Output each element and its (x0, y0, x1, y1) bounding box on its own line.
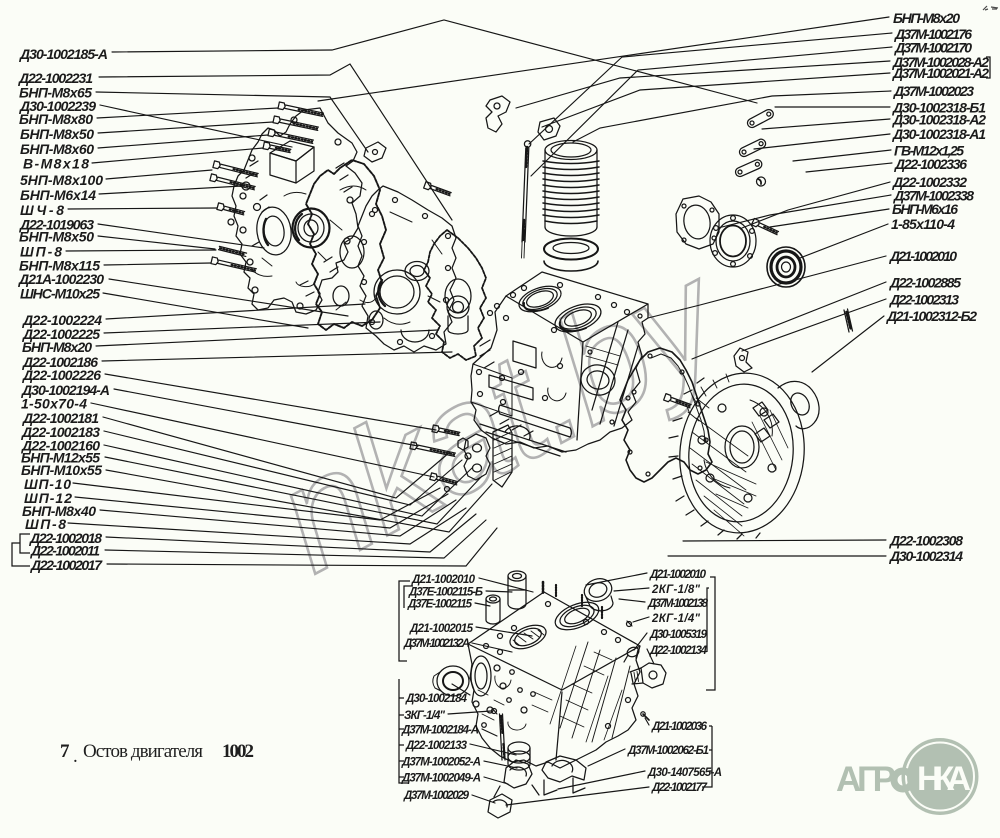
svg-text:Д37М-1002176: Д37М-1002176 (894, 26, 972, 42)
svg-text:ЗКГ-1/4": ЗКГ-1/4" (404, 710, 446, 722)
svg-text:1-50х70-4: 1-50х70-4 (21, 396, 87, 412)
svg-text:Д22-1002183: Д22-1002183 (21, 424, 100, 440)
svg-text:1-85х110-4: 1-85х110-4 (891, 216, 955, 232)
svg-text:Д22-1019063: Д22-1019063 (19, 217, 94, 233)
svg-text:Д37М-1002132А: Д37М-1002132А (403, 638, 470, 650)
svg-text:7: 7 (60, 741, 70, 762)
svg-text:Д37М-1002170: Д37М-1002170 (894, 40, 972, 56)
svg-text:Д37М-1002028-А2: Д37М-1002028-А2 (892, 54, 989, 70)
svg-text:Д21А-1002230: Д21А-1002230 (18, 271, 104, 287)
svg-text:Д30-1407565-А: Д30-1407565-А (647, 767, 722, 779)
svg-text:ШЧ-8: ШЧ-8 (20, 202, 64, 218)
svg-text:Д37М-1002021-А2: Д37М-1002021-А2 (892, 65, 989, 81)
svg-text:Д37М-1002052-А: Д37М-1002052-А (401, 757, 481, 769)
svg-text:Д37М-1002338: Д37М-1002338 (893, 188, 974, 204)
svg-text:Д22-1002186: Д22-1002186 (22, 354, 98, 370)
svg-text:Д37М-1002023: Д37М-1002023 (893, 83, 974, 99)
svg-text:Д37М-1002029: Д37М-1002029 (403, 790, 470, 802)
svg-text:Д37М-1002062-Б1: Д37М-1002062-Б1 (627, 745, 709, 757)
svg-text:Д21-1002015: Д21-1002015 (409, 623, 474, 635)
svg-text:Д22-1002226: Д22-1002226 (22, 367, 101, 383)
svg-text:ШП-10: ШП-10 (24, 476, 71, 492)
svg-text:Д22-1002177: Д22-1002177 (651, 782, 708, 794)
svg-text:БНП-М8х80: БНП-М8х80 (19, 111, 93, 127)
svg-text:Д22-1002231: Д22-1002231 (18, 70, 93, 86)
svg-text:Д37Е-1002115-Б: Д37Е-1002115-Б (408, 587, 483, 599)
svg-text:Д22-1002181: Д22-1002181 (22, 410, 99, 426)
svg-text:Д21-1002312-Б2: Д21-1002312-Б2 (886, 308, 977, 324)
svg-text:БНП-М8х50: БНП-М8х50 (19, 229, 94, 245)
svg-text:Д37М-1002049-А: Д37М-1002049-А (401, 773, 481, 785)
svg-text:Д22-1002017: Д22-1002017 (30, 557, 103, 573)
svg-text:БНП-М6х14: БНП-М6х14 (20, 187, 96, 203)
svg-text:2КГ-1/4": 2КГ-1/4" (651, 613, 701, 625)
svg-text:ШНС-М10х25: ШНС-М10х25 (20, 286, 100, 302)
svg-text:Д22-1002332: Д22-1002332 (892, 174, 967, 190)
svg-text:Д30-1002185-А: Д30-1002185-А (19, 46, 108, 62)
svg-text:Д30-1002318-А2: Д30-1002318-А2 (892, 112, 986, 128)
svg-text:ШП-8: ШП-8 (25, 516, 66, 532)
svg-text:БНП-М8х60: БНП-М8х60 (20, 141, 94, 157)
svg-text:НКА: НКА (917, 760, 970, 798)
svg-text:Д30-1002318-А1: Д30-1002318-А1 (892, 126, 986, 142)
svg-text:Д22-1002885: Д22-1002885 (889, 275, 961, 291)
svg-text:Д30-1002314: Д30-1002314 (889, 548, 963, 564)
svg-text:Д30-1002318-Б1: Д30-1002318-Б1 (892, 100, 986, 116)
svg-text:БНП-М8х20: БНП-М8х20 (893, 10, 960, 26)
svg-text:Д21-1002010: Д21-1002010 (649, 569, 707, 581)
svg-text:5НП-М8х100: 5НП-М8х100 (20, 172, 103, 188)
svg-text:Д37М-1002138: Д37М-1002138 (647, 598, 709, 610)
svg-text:Д30-1005319: Д30-1005319 (649, 629, 708, 641)
svg-text:1002: 1002 (222, 741, 254, 762)
svg-text:Остов двигателя: Остов двигателя (83, 741, 203, 762)
svg-text:Д22-1002225: Д22-1002225 (22, 326, 100, 342)
svg-text:Д21-1002010: Д21-1002010 (889, 248, 957, 264)
svg-text:БНП-М8х65: БНП-М8х65 (19, 85, 92, 101)
svg-text:БНП-М10х55: БНП-М10х55 (21, 462, 102, 478)
svg-text:БНП-М6х16: БНП-М6х16 (892, 201, 958, 217)
svg-text:ШП-12: ШП-12 (24, 490, 72, 506)
svg-text:БНП-М8х20: БНП-М8х20 (22, 339, 92, 355)
svg-text:БНП-М8х50: БНП-М8х50 (20, 126, 94, 142)
svg-text:БНП-М12х55: БНП-М12х55 (21, 450, 100, 466)
svg-text:ШП-8: ШП-8 (20, 244, 62, 260)
svg-text:Д22-1002134: Д22-1002134 (649, 645, 708, 657)
svg-text:Д22-1002313: Д22-1002313 (889, 292, 959, 308)
svg-text:Д21-1002036: Д21-1002036 (651, 721, 708, 733)
svg-text:Д22-1002308: Д22-1002308 (889, 533, 963, 549)
svg-text:ГВ-М12х1,25: ГВ-М12х1,25 (894, 143, 964, 159)
svg-text:Д22-1002011: Д22-1002011 (30, 543, 100, 559)
svg-text:Д22-1002224: Д22-1002224 (22, 312, 102, 328)
svg-text:Д30-1002239: Д30-1002239 (19, 98, 96, 114)
svg-text:АГР: АГР (836, 760, 896, 799)
svg-text:Д30-1002194-А: Д30-1002194-А (21, 382, 110, 398)
svg-text:Д37Е-1002115: Д37Е-1002115 (407, 599, 473, 611)
svg-text:В-М8х18: В-М8х18 (23, 156, 89, 172)
svg-text:.: . (73, 746, 78, 767)
svg-text:БНП-М8х115: БНП-М8х115 (19, 258, 100, 274)
svg-text:Д22-1002018: Д22-1002018 (29, 530, 102, 546)
svg-text:Д22-1002160: Д22-1002160 (21, 438, 100, 454)
svg-text:Д22-1002336: Д22-1002336 (894, 156, 967, 172)
svg-text:Д22-1002133: Д22-1002133 (405, 740, 468, 752)
svg-text:БНП-М8х40: БНП-М8х40 (22, 503, 96, 519)
svg-text:2КГ-1/8": 2КГ-1/8" (651, 584, 701, 596)
svg-text:Д37М-1002184-А: Д37М-1002184-А (401, 725, 479, 737)
svg-text:Д21-1002010: Д21-1002010 (411, 574, 476, 586)
